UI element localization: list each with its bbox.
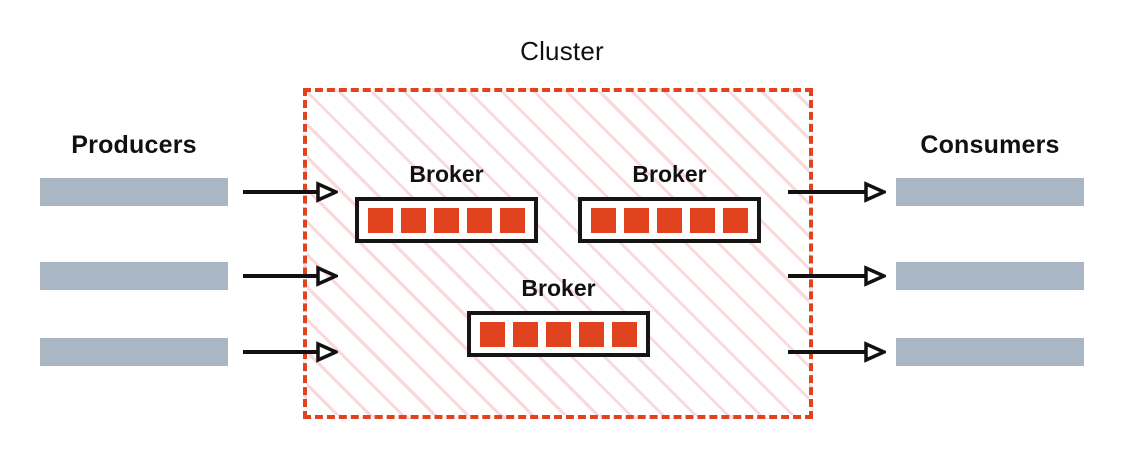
- partition-cell: [591, 207, 616, 233]
- partition-cell: [624, 207, 649, 233]
- outbound-arrow-3: [788, 341, 886, 363]
- partition-cell: [467, 207, 492, 233]
- broker-box-3[interactable]: [467, 311, 650, 357]
- inbound-arrow-1: [243, 181, 338, 203]
- producer-bar-3: [40, 338, 228, 366]
- consumers-label: Consumers: [920, 131, 1060, 159]
- outbound-arrow-1: [788, 181, 886, 203]
- broker-box-2[interactable]: [578, 197, 761, 243]
- partition-cell: [612, 321, 637, 347]
- partition-cell: [480, 321, 505, 347]
- partition-cell: [368, 207, 393, 233]
- partition-cell: [434, 207, 459, 233]
- partition-cell: [723, 207, 748, 233]
- cluster-title: Cluster: [520, 36, 604, 66]
- outbound-arrow-2: [788, 265, 886, 287]
- partition-cell: [401, 207, 426, 233]
- partition-cell: [513, 321, 538, 347]
- producer-bar-1: [40, 178, 228, 206]
- producers-label: Producers: [71, 131, 197, 159]
- consumer-bar-2: [896, 262, 1084, 290]
- partition-cell: [657, 207, 682, 233]
- broker-label-1: Broker: [409, 161, 484, 187]
- partition-cell: [546, 321, 571, 347]
- inbound-arrow-3: [243, 341, 338, 363]
- partition-cell: [500, 207, 525, 233]
- consumer-bar-1: [896, 178, 1084, 206]
- consumer-bar-3: [896, 338, 1084, 366]
- producer-bar-2: [40, 262, 228, 290]
- partition-cell: [690, 207, 715, 233]
- broker-label-2: Broker: [632, 161, 707, 187]
- cluster-boundary: [303, 88, 813, 419]
- broker-box-1[interactable]: [355, 197, 538, 243]
- partition-cell: [579, 321, 604, 347]
- inbound-arrow-2: [243, 265, 338, 287]
- broker-label-3: Broker: [521, 275, 596, 301]
